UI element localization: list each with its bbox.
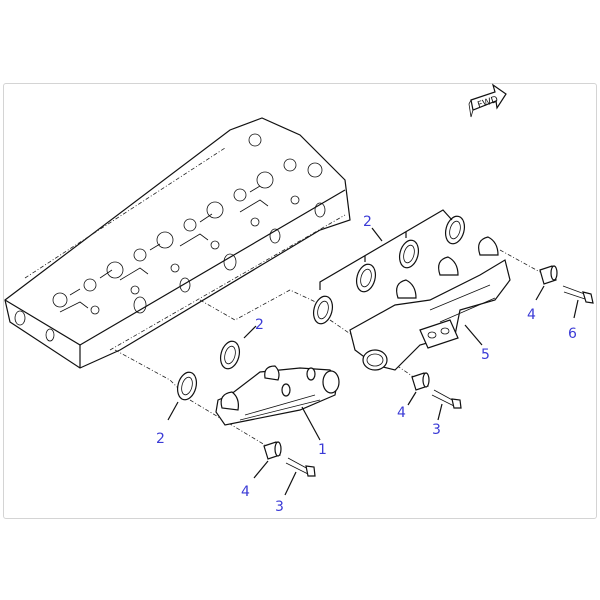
callout-3-front[interactable]: 3 xyxy=(275,499,284,515)
bolt-front xyxy=(284,457,316,496)
callout-5[interactable]: 5 xyxy=(481,347,490,363)
callout-3-rear-lower[interactable]: 3 xyxy=(432,422,441,438)
bolt-rear-lower xyxy=(431,389,462,421)
callout-2-front-upper[interactable]: 2 xyxy=(255,317,264,333)
callout-4-front[interactable]: 4 xyxy=(241,484,250,500)
callout-4-rear-right[interactable]: 4 xyxy=(527,307,536,323)
rear-exhaust-manifold xyxy=(349,236,511,371)
callout-4-rear-lower[interactable]: 4 xyxy=(397,405,406,421)
callout-2-upper[interactable]: 2 xyxy=(363,214,372,230)
front-exhaust-manifold xyxy=(167,325,340,441)
spacer-rear-right xyxy=(535,265,558,301)
forward-arrow-icon: FWD xyxy=(468,83,507,118)
callout-6[interactable]: 6 xyxy=(568,326,577,342)
callout-1[interactable]: 1 xyxy=(318,442,327,458)
spacer-rear-lower xyxy=(407,372,430,406)
cylinder-head xyxy=(4,117,351,369)
spacer-front xyxy=(253,441,282,479)
stud-bolt xyxy=(562,285,594,319)
gasket-group-upper xyxy=(312,209,466,325)
callout-2-front-lower[interactable]: 2 xyxy=(156,431,165,447)
